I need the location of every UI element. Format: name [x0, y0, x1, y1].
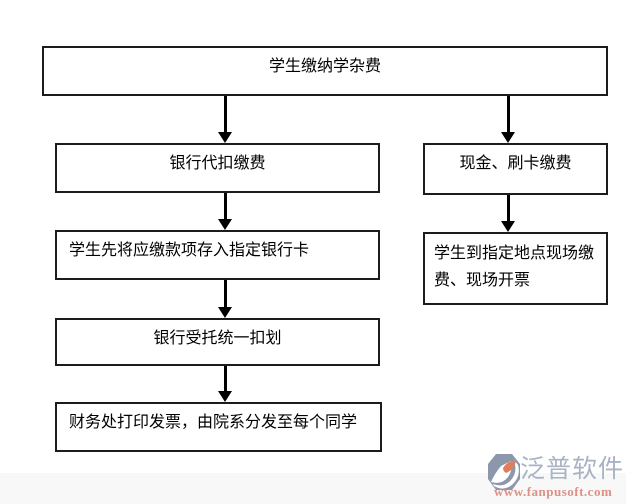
- flow-node-invoice-distribution: 财务处打印发票，由院系分发至每个同学: [55, 402, 382, 452]
- arrow-shaft: [223, 280, 227, 307]
- arrow-shaft: [223, 366, 227, 391]
- footer-strip: [0, 473, 626, 504]
- fanpu-watermark: 泛普软件 www.fanpusoft.com: [487, 452, 625, 502]
- arrow-head-icon: [218, 132, 232, 143]
- arrow-deduction-to-invoice: [218, 366, 232, 402]
- flow-node-label: 学生缴纳学杂费: [268, 58, 381, 75]
- arrow-shaft: [506, 96, 510, 132]
- arrow-top-to-bank-withholding: [218, 96, 232, 143]
- arrow-head-icon: [218, 307, 232, 318]
- arrow-head-icon: [218, 219, 232, 230]
- arrow-shaft: [506, 195, 510, 221]
- flow-node-label: 学生先将应缴款项存入指定银行卡: [69, 242, 310, 259]
- flow-node-label: 学生到指定地点现场缴费、现场开票: [434, 245, 595, 289]
- arrow-head-icon: [501, 221, 515, 232]
- flow-node-label: 现金、刷卡缴费: [459, 155, 572, 172]
- arrow-cash-card-to-onsite: [501, 195, 515, 232]
- flow-node-deposit-to-card: 学生先将应缴款项存入指定银行卡: [55, 230, 380, 280]
- arrow-head-icon: [218, 391, 232, 402]
- arrow-shaft: [223, 193, 227, 219]
- flow-node-cash-card-payment: 现金、刷卡缴费: [423, 143, 608, 195]
- arrow-top-to-cash-card: [501, 96, 515, 143]
- flow-node-label: 银行受托统一扣划: [153, 330, 282, 347]
- flow-node-bank-deduction: 银行受托统一扣划: [55, 318, 380, 366]
- arrow-withholding-to-deposit: [218, 193, 232, 230]
- flow-node-bank-withholding: 银行代扣缴费: [55, 143, 380, 193]
- flow-node-label: 财务处打印发票，由院系分发至每个同学: [69, 414, 358, 431]
- fanpu-brand-text: 泛普软件: [520, 455, 625, 483]
- flow-node-label: 银行代扣缴费: [169, 155, 266, 172]
- flow-node-tuition-payment: 学生缴纳学杂费: [42, 46, 608, 96]
- fanpu-logo-icon: [488, 454, 520, 490]
- arrow-deposit-to-deduction: [218, 280, 232, 318]
- arrow-head-icon: [501, 132, 515, 143]
- flow-node-onsite-payment: 学生到指定地点现场缴费、现场开票: [423, 232, 608, 305]
- arrow-shaft: [223, 96, 227, 132]
- fanpu-url-link[interactable]: www.fanpusoft.com: [494, 484, 613, 499]
